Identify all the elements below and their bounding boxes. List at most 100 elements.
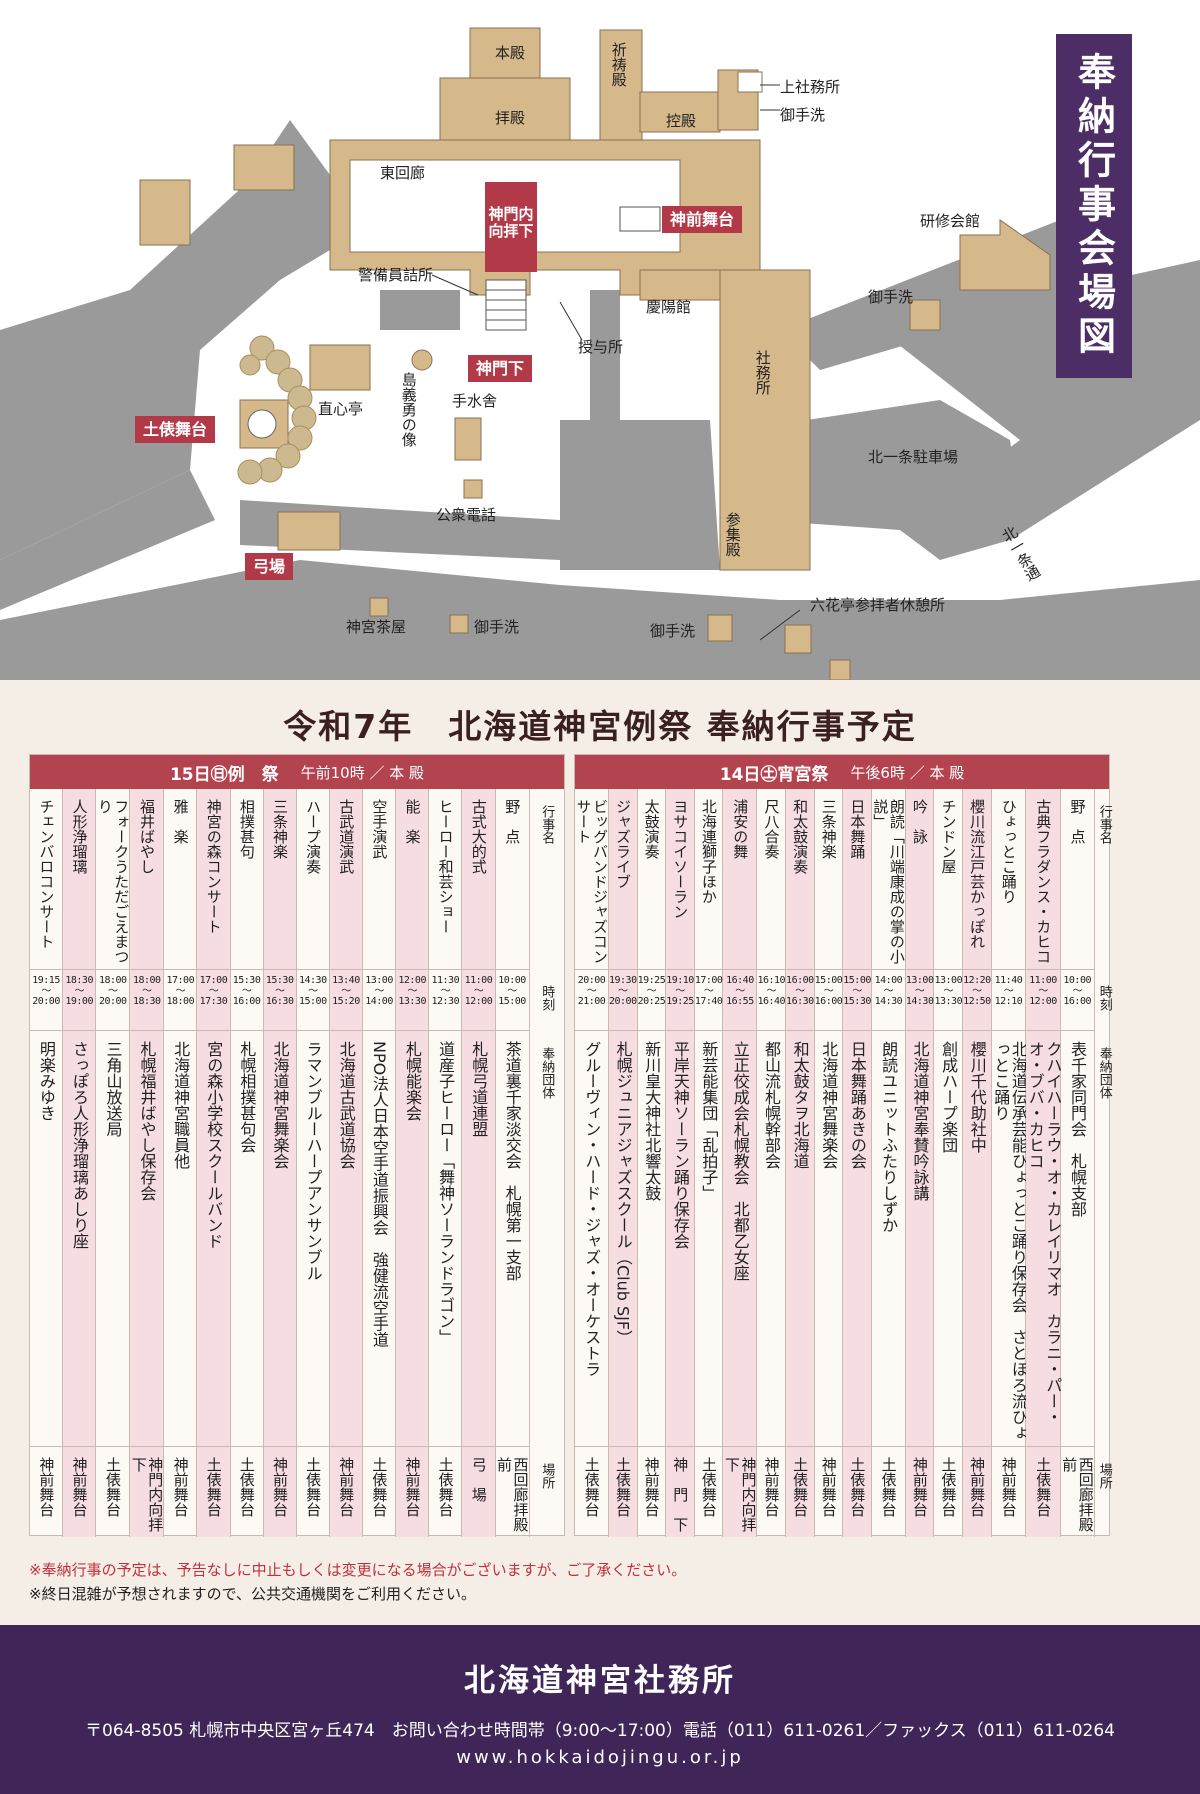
event-venue-cell: 神前舞台 — [757, 1447, 785, 1537]
venue-map: 本殿 祈祷殿 拝殿 控殿 上社務所 御手洗 東回廊 警備員詰所 授与所 慶陽館 … — [0, 0, 1200, 680]
event-organization-cell: 道産子ヒーロー「舞神ソーランドラゴン」 — [429, 1031, 462, 1447]
event-organization: 茶道裏千家淡交会 札幌第一支部 — [502, 1041, 522, 1281]
map-label-temizu2: 御手洗 — [868, 288, 914, 306]
event-name: 空手演武 — [370, 799, 389, 859]
event-time: 13:40〜15:20 — [332, 975, 360, 1007]
event-venue-cell: 土俵舞台 — [609, 1447, 637, 1537]
event-time-cell: 10:00〜15:00 — [495, 969, 529, 1031]
event-time-cell: 15:30〜16:30 — [263, 969, 296, 1031]
event-venue: 弓 場 — [469, 1457, 488, 1502]
event-organization: 都山流札幌幹部会 — [762, 1041, 782, 1169]
event-organization-cell: 明楽みゆき — [30, 1031, 63, 1447]
event-name-cell: 古式大的式 — [462, 789, 494, 969]
map-label-chokushintei: 直心亭 — [318, 400, 364, 418]
row-label-venue: 場所 — [1096, 1463, 1112, 1489]
map-label-hikaeden: 控殿 — [666, 112, 697, 130]
event-venue-cell: 弓 場 — [462, 1447, 494, 1537]
event-time-cell: 19:10〜19:25 — [666, 969, 694, 1031]
schedule-title: 令和7年 北海道神宮例祭 奉納行事予定 — [283, 707, 917, 746]
event-name-cell: チンドン屋 — [934, 789, 962, 969]
event-name-cell: 三条神楽 — [264, 789, 296, 969]
event-time: 17:00〜18:00 — [166, 975, 195, 1007]
event-time: 11:30〜12:30 — [431, 975, 460, 1007]
map-label-shamusho: 社務所 — [753, 350, 772, 395]
event-venue: 神前舞台 — [37, 1457, 56, 1517]
event-name: 雅 楽 — [171, 799, 190, 844]
event-time-cell: 11:00〜12:00 — [1026, 969, 1060, 1031]
event-organization: 北海道神宮奉賛吟詠講 — [910, 1041, 930, 1201]
event-time: 15:30〜16:30 — [265, 975, 294, 1007]
day14-header: 14日㊏宵宮祭 午後6時 ／ 本 殿 — [575, 755, 1109, 789]
event-venue: 土俵舞台 — [614, 1457, 633, 1517]
event-name: ひょっとこ踊り — [999, 799, 1018, 904]
event-time: 15:00〜16:00 — [814, 975, 843, 1007]
map-label-haiden: 拝殿 — [495, 109, 526, 127]
event-time: 10:00〜16:00 — [1063, 975, 1091, 1007]
event-time-cell: 17:00〜18:00 — [164, 969, 197, 1031]
event-venue-cell: 土俵舞台 — [231, 1447, 263, 1537]
event-time: 11:00〜12:00 — [1029, 975, 1057, 1007]
row-label-event: 行事名 — [1096, 805, 1112, 844]
footer-website-link[interactable]: www.hokkaidojingu.or.jp — [456, 1747, 744, 1768]
day15-heading: 15日㊐例 祭 — [169, 764, 279, 785]
event-name: 日本舞踊 — [848, 799, 867, 859]
event-organization-cell: 創成ハープ楽団 — [934, 1031, 963, 1447]
event-name: 櫻川流江戸芸かっぽれ — [968, 799, 987, 949]
event-name: 古典フラダンス・カヒコ — [1034, 799, 1053, 964]
event-venue-cell: 神前舞台 — [264, 1447, 296, 1537]
event-organization-cell: 北海道神宮職員他 — [164, 1031, 197, 1447]
event-name: 太鼓演奏 — [642, 799, 661, 859]
event-time: 11:00〜12:00 — [464, 975, 493, 1007]
event-venue-cell: 土俵舞台 — [96, 1447, 129, 1537]
event-time: 17:00〜17:30 — [199, 975, 228, 1007]
event-time: 13:00〜14:00 — [365, 975, 393, 1007]
event-venue-cell: 土俵舞台 — [786, 1447, 814, 1537]
event-name: 能 楽 — [403, 799, 422, 844]
event-venue-cell: 神前舞台 — [63, 1447, 95, 1537]
map-label-kitouden: 祈祷殿 — [609, 42, 628, 87]
event-time-cell: 11:30〜12:30 — [429, 969, 462, 1031]
event-venue-cell: 土俵舞台 — [1026, 1447, 1060, 1537]
event-name-cell: ハープ演奏 — [297, 789, 329, 969]
event-time-cell: 13:00〜13:30 — [934, 969, 963, 1031]
event-name: 北海連獅子ほか — [699, 799, 718, 904]
event-organization: クハイハーラウ・オ・カレイリマオ カラニ・パー・オ・ブバ・カヒコ — [1025, 1041, 1063, 1425]
event-name-cell: フォークうただごえまつり — [96, 789, 131, 969]
event-organization-cell: 宮の森小学校スクールバンド — [197, 1031, 230, 1447]
event-name-cell: 浦安の舞 — [723, 789, 756, 969]
event-time-cell: 14:30〜15:00 — [296, 969, 329, 1031]
event-venue: 神前舞台 — [270, 1457, 289, 1517]
event-organization-cell: 平岸天神ソーラン踊り保存会 — [666, 1031, 694, 1447]
event-time-cell: 13:00〜14:00 — [363, 969, 396, 1031]
event-time-cell: 17:00〜17:30 — [197, 969, 230, 1031]
event-organization-cell: 新芸能集団「乱拍子」 — [694, 1031, 723, 1447]
event-time-cell: 18:00〜18:30 — [130, 969, 164, 1031]
event-venue-cell: 神前舞台 — [906, 1447, 934, 1537]
map-label-koshu-denwa: 公衆電話 — [436, 506, 497, 524]
event-venue: 土俵舞台 — [1034, 1457, 1053, 1517]
event-venue-cell: 西回廊拝殿前 — [1060, 1447, 1095, 1537]
event-time: 15:00〜15:30 — [843, 975, 871, 1007]
event-organization-cell: 北海道神宮奉賛吟詠講 — [905, 1031, 934, 1447]
event-name-cell: 神宮の森コンサート — [197, 789, 229, 969]
event-time: 18:30〜19:00 — [65, 975, 93, 1007]
event-venue-cell: 土俵舞台 — [197, 1447, 229, 1537]
event-organization: ラマンブルーハープアンサンブル — [303, 1041, 323, 1281]
event-venue: 神前舞台 — [642, 1457, 661, 1517]
event-organization-cell: 日本舞踊あきの会 — [843, 1031, 871, 1447]
map-label-kenshu: 研修会館 — [920, 212, 981, 230]
event-name: 野 点 — [1068, 799, 1087, 844]
event-name-cell: ひょっとこ踊り — [992, 789, 1026, 969]
event-time-cell: 13:40〜15:20 — [329, 969, 362, 1031]
event-name-cell: 櫻川流江戸芸かっぽれ — [963, 789, 991, 969]
event-name-cell: 福井ばやし — [130, 789, 163, 969]
event-organization: 明楽みゆき — [36, 1041, 56, 1121]
